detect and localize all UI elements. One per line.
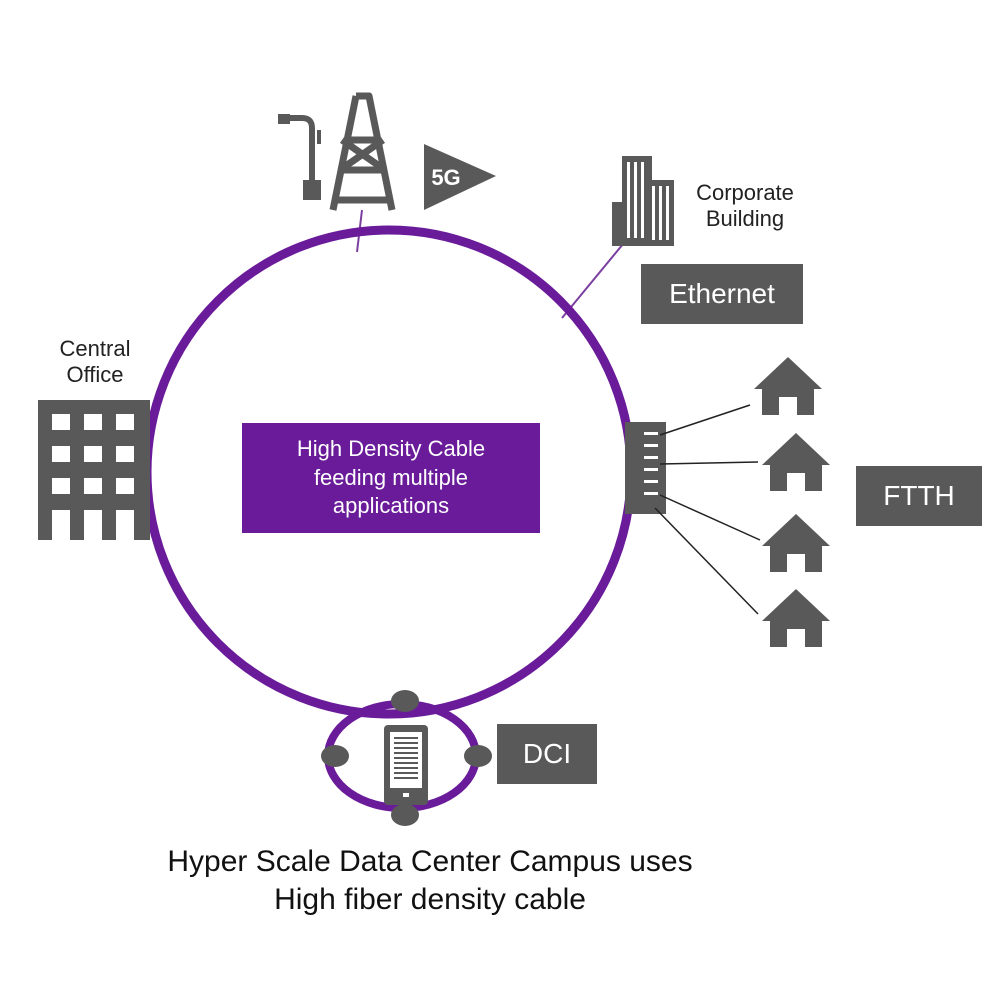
5g-badge-icon: 5G [424,144,496,210]
ethernet-box: Ethernet [641,264,803,324]
central-office-line1: Central [59,336,131,361]
ftth-box: FTTH [856,466,982,526]
house-icon [762,514,830,572]
dci-node [321,745,349,767]
ethernet-label: Ethernet [669,278,775,309]
ring-label-line2: feeding multiple [313,464,469,490]
corporate-line1: Corporate [696,180,794,205]
caption-line1: Hyper Scale Data Center Campus uses [167,845,693,878]
ring-label-box: High Density Cable feeding multiple appl… [242,423,540,533]
cell-tower-icon [329,92,396,211]
house-icon [754,357,822,415]
dci-ring [321,690,492,826]
office-building-icon [38,400,150,540]
ftth-drop-lines [654,404,761,615]
central-office-label: Central Office [50,336,140,389]
house-icon [762,433,830,491]
splitter-icon [625,422,666,514]
caption-line2: High fiber density cable [274,882,586,916]
corporate-link [561,237,629,319]
corporate-building-label: Corporate Building [680,180,810,233]
skyscraper-icon [612,156,674,246]
corporate-line2: Building [705,206,785,232]
ftth-label: FTTH [883,480,955,511]
dci-node [391,804,419,826]
house-icon [762,589,830,647]
dci-node [464,745,492,767]
server-rack-icon [384,725,428,805]
dci-node [391,690,419,712]
dci-box: DCI [497,724,597,784]
dci-label: DCI [522,738,572,769]
ring-label-line3: applications [332,493,450,519]
diagram-caption: Hyper Scale Data Center Campus uses High… [0,843,860,918]
central-office-line2: Office [66,362,124,388]
ring-label-line1: High Density Cable [296,436,486,462]
street-light-icon [278,114,321,200]
5g-badge-text: 5G [431,165,460,190]
